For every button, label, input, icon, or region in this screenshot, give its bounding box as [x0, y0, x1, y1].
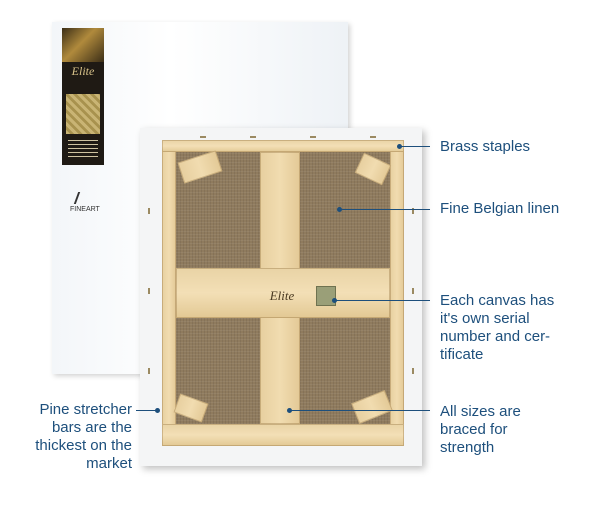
- product-label: Elite: [62, 28, 104, 165]
- staple: [148, 208, 150, 214]
- staple: [250, 136, 256, 138]
- label-linen-swatch: [66, 94, 100, 134]
- leader-stretcher-bars: [136, 410, 156, 411]
- stretcher-bar-top: [162, 140, 404, 152]
- callout-stretcher-bars: Pine stretcher bars are the thickest on …: [35, 401, 132, 472]
- stretcher-bar-bottom: [162, 424, 404, 446]
- staple: [370, 136, 376, 138]
- leader-dot: [287, 408, 292, 413]
- staple: [412, 288, 414, 294]
- label-brand: Elite: [71, 64, 95, 78]
- stretcher-bar-right: [390, 146, 404, 446]
- staple: [412, 368, 414, 374]
- leader-dot: [337, 207, 342, 212]
- brand-stamp: Elite: [269, 288, 295, 303]
- fineart-text: FINEART: [70, 206, 100, 213]
- leader-dot: [155, 408, 160, 413]
- label-text-lines: [68, 140, 98, 160]
- staple: [148, 368, 150, 374]
- leader-brass-staples: [400, 146, 430, 147]
- label-gold-band: [62, 28, 104, 62]
- callout-serial-number: Each canvas has it's own serial number a…: [440, 292, 555, 363]
- leader-braced: [290, 410, 430, 411]
- leader-dot: [332, 298, 337, 303]
- fineart-mark-icon: [73, 192, 97, 204]
- stretcher-bar-left: [162, 146, 176, 446]
- callout-braced: All sizes are braced for strength: [440, 403, 521, 456]
- cross-brace-horizontal: [176, 268, 390, 318]
- staple: [310, 136, 316, 138]
- leader-dot: [397, 144, 402, 149]
- staple: [200, 136, 206, 138]
- fineart-logo: FINEART: [70, 190, 100, 216]
- callout-brass-staples: Brass staples: [440, 138, 531, 155]
- linen-panel-bottom-right: [300, 318, 392, 424]
- serial-certificate: [316, 286, 336, 306]
- leader-belgian-linen: [340, 209, 430, 210]
- callout-belgian-linen: Fine Belgian linen: [440, 200, 560, 217]
- leader-serial-number: [335, 300, 430, 301]
- staple: [148, 288, 150, 294]
- staple: [412, 208, 414, 214]
- canvas-back: Elite: [140, 128, 422, 466]
